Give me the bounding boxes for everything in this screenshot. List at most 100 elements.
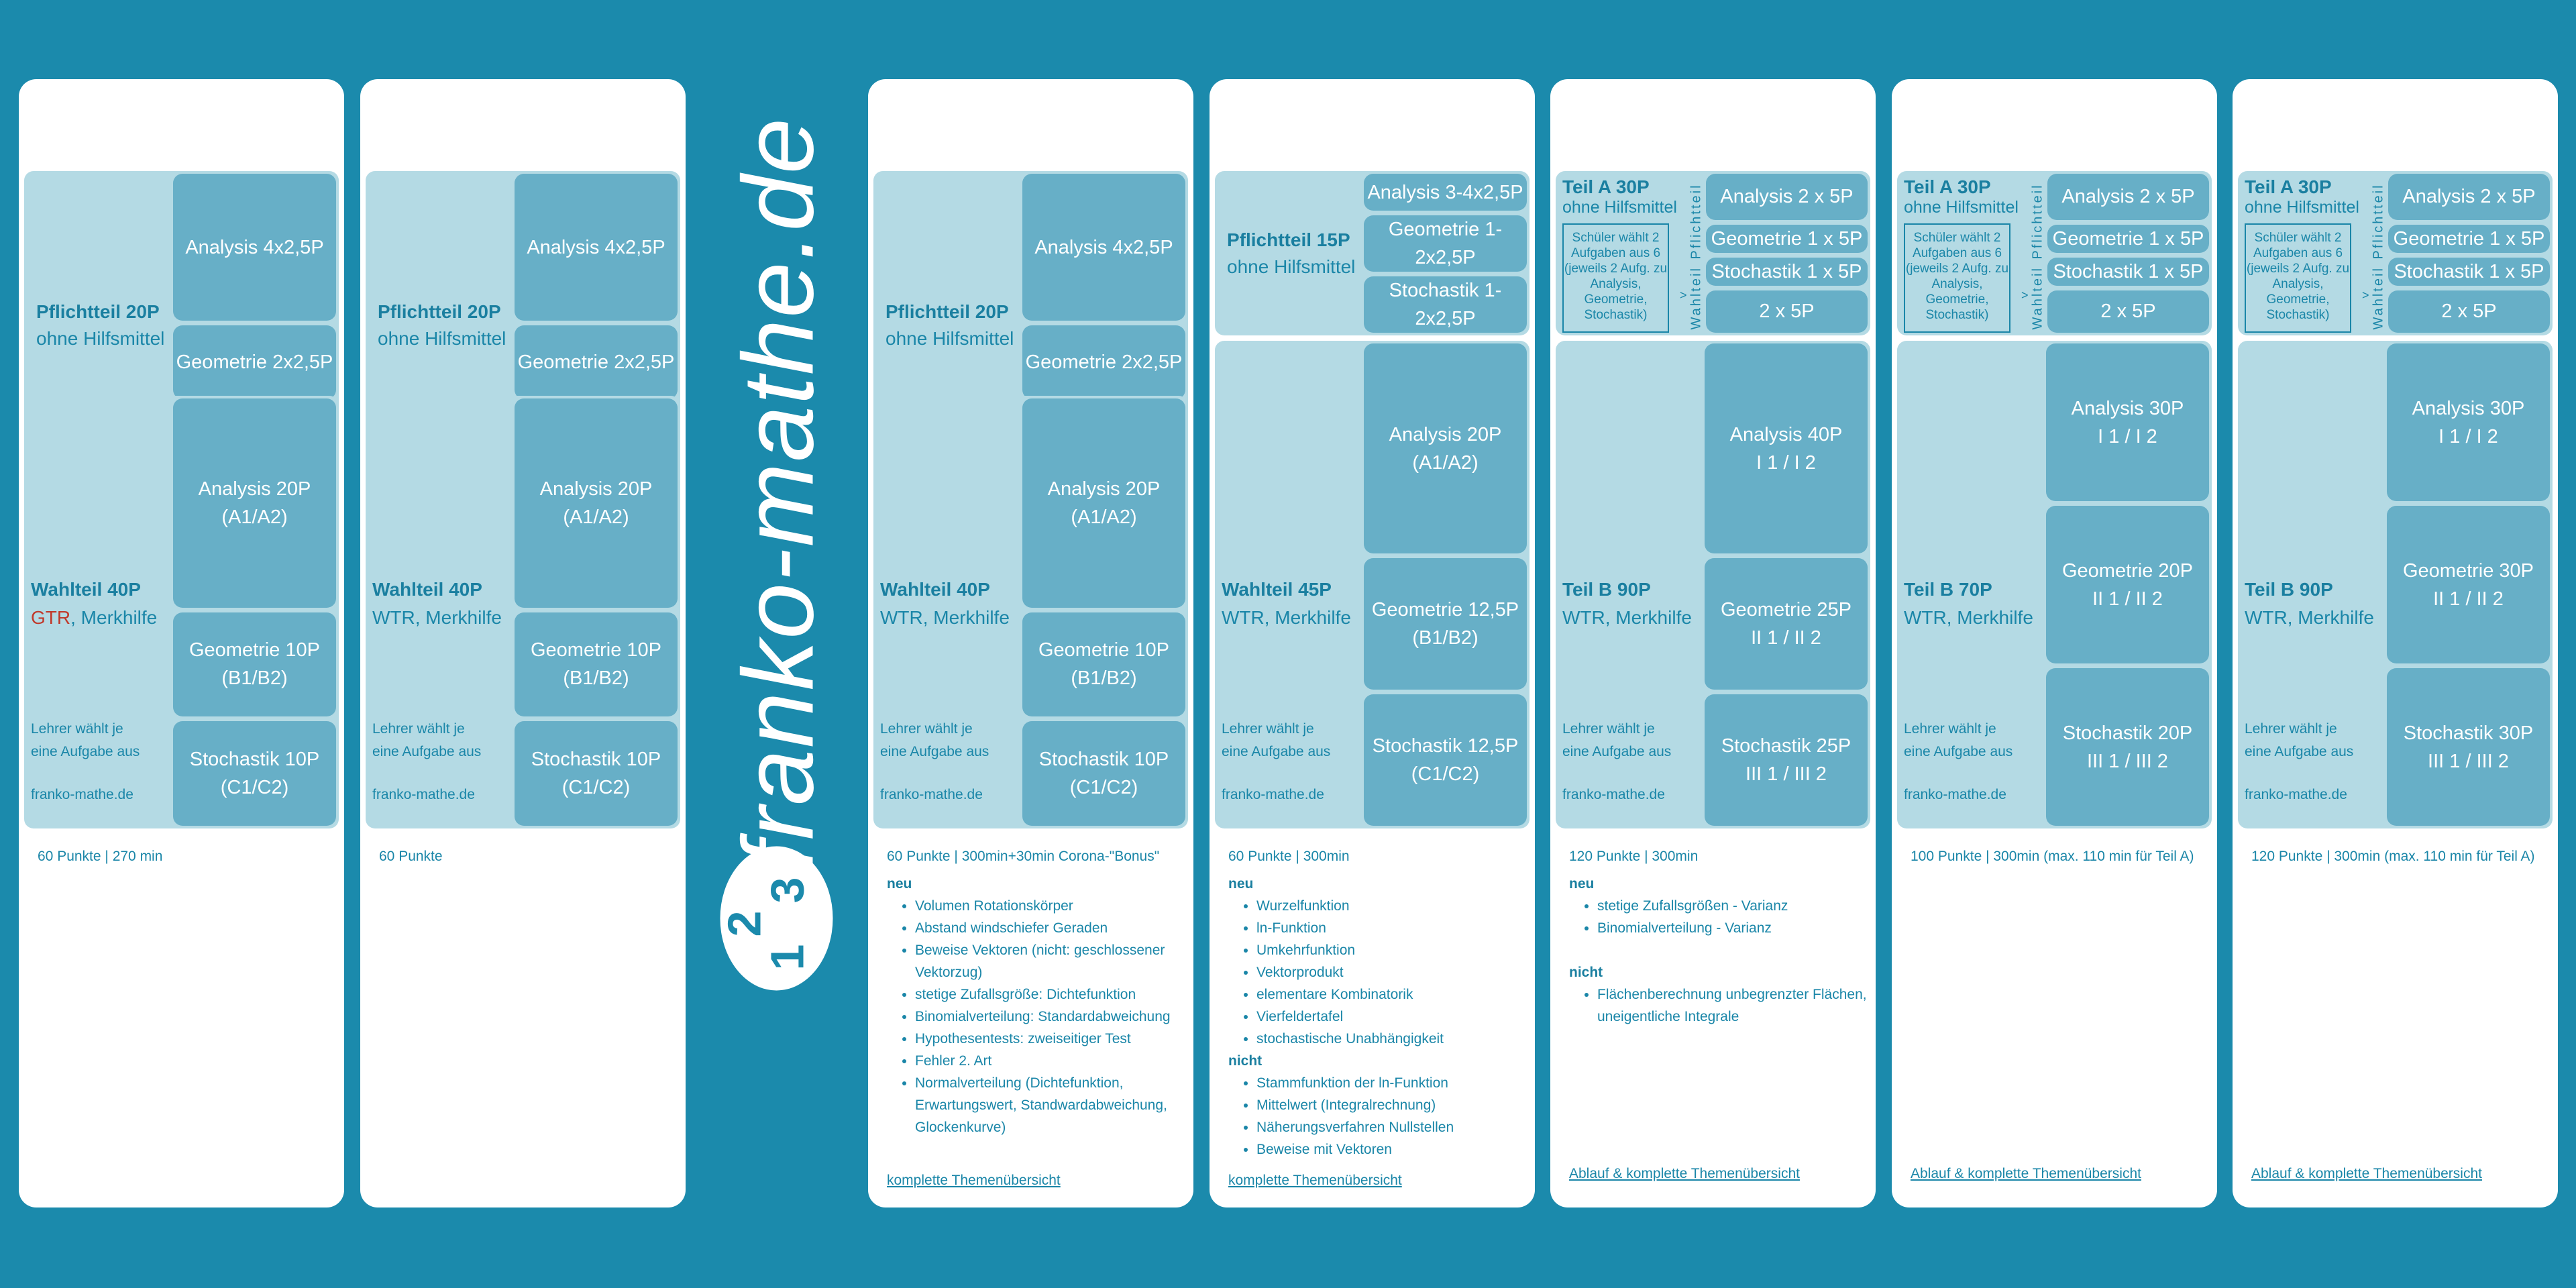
task-tile[interactable]: Analysis 2 x 5P <box>2388 174 2550 220</box>
task-tile[interactable]: Stochastik 10P(C1/C2) <box>1022 721 1185 826</box>
topic-item: Binomialverteilung: Standardabweichung <box>915 1006 1187 1028</box>
task-tile[interactable]: Stochastik 10P(C1/C2) <box>173 721 336 826</box>
topic-item: Vierfeldertafel <box>1256 1006 1528 1028</box>
pflicht-tiles: Analysis 2 x 5P Geometrie 1 x 5P Stochasti… <box>2388 174 2550 333</box>
topic-list: stetige Zufallsgrößen - VarianzBinomialv… <box>1569 895 1869 939</box>
section-heading: neu <box>1569 876 1595 892</box>
teacher-note: eine Aufgabe aus <box>1222 744 1331 759</box>
topic-item: Abstand windschiefer Geraden <box>915 917 1187 939</box>
task-tile[interactable]: Analysis 4x2,5P <box>515 174 678 321</box>
task-tile[interactable]: 2 x 5P <box>2047 290 2209 333</box>
tile-text: Geometrie 2x2,5P <box>1025 351 1183 373</box>
task-tile[interactable]: Analysis 20P(A1/A2) <box>1022 398 1185 608</box>
task-tile[interactable]: Geometrie 2x2,5P <box>515 325 678 399</box>
site-credit: franko-mathe.de <box>1222 787 1324 802</box>
wahl-sub-text: WTR, Merkhilfe <box>1222 607 1351 628</box>
teil-a-label: Teil A 30P <box>2245 176 2332 197</box>
teacher-note: eine Aufgabe aus <box>372 744 482 759</box>
wahl-sub-text: WTR, Merkhilfe <box>1562 607 1692 628</box>
wahl-sub-text: WTR, Merkhilfe <box>2245 607 2374 628</box>
task-tile[interactable]: Geometrie 1 x 5P <box>2047 224 2209 253</box>
teil-a-sub: ohne Hilfsmittel <box>1562 198 1677 217</box>
task-tile[interactable]: Geometrie 10P(B1/B2) <box>515 612 678 717</box>
themenuebersicht-link[interactable]: Ablauf & komplette Themenübersicht <box>1911 1166 2141 1181</box>
wahl-tiles: Analysis 20P(A1/A2)Geometrie 10P(B1/B2)S… <box>1022 398 1185 826</box>
tile-text: Geometrie 1 x 5P <box>1711 227 1863 250</box>
topic-item: Beweise Vektoren (nicht: geschlossener V… <box>915 939 1187 983</box>
themenuebersicht-link[interactable]: Ablauf & komplette Themenübersicht <box>2251 1166 2482 1181</box>
task-tile[interactable]: Geometrie 10P(B1/B2) <box>1022 612 1185 717</box>
summary: 100 Punkte | 300min (max. 110 min für Te… <box>1911 849 2194 864</box>
task-tile[interactable]: Stochastik 10P(C1/C2) <box>515 721 678 826</box>
topic-item: Volumen Rotationskörper <box>915 895 1187 917</box>
task-tile[interactable]: Analysis 4x2,5P <box>1022 174 1185 321</box>
task-tile[interactable]: Stochastik 12,5P(C1/C2) <box>1364 694 1527 826</box>
choice-note: Schüler wählt 2 Aufgaben aus 6 (jeweils … <box>1562 223 1669 333</box>
logo-digit: 1 <box>761 944 814 971</box>
wahl-sub: GTR, Merkhilfe <box>31 607 157 629</box>
task-tile[interactable]: Geometrie 1 x 5P <box>2388 224 2550 253</box>
tile-text: Analysis 40P <box>1729 423 1843 445</box>
wahlteil-box: Analysis 20P(A1/A2)Geometrie 10P(B1/B2)S… <box>366 396 680 828</box>
topic-item: stetige Zufallsgröße: Dichtefunktion <box>915 983 1187 1006</box>
task-tile[interactable]: Analysis 20P(A1/A2) <box>173 398 336 608</box>
exam-card: ABI 2019-2020AblaufAnalysis 4x2,5PGeomet… <box>360 79 686 1208</box>
brand-wordmark: franko-mathe.de <box>701 117 855 869</box>
logo-digit: 2 <box>718 910 771 937</box>
tile-text: III 1 / III 2 <box>1746 763 1827 786</box>
task-tile[interactable]: Geometrie 2x2,5P <box>173 325 336 399</box>
task-tile[interactable]: Analysis 20P(A1/A2) <box>515 398 678 608</box>
wahl-sub-text: WTR, Merkhilfe <box>880 607 1010 628</box>
tile-text: Stochastik 10P <box>531 749 661 771</box>
task-tile[interactable]: Geometrie 1-2x2,5P <box>1364 215 1527 272</box>
topic-item: ln-Funktion <box>1256 917 1528 939</box>
task-tile[interactable]: 2 x 5P <box>2388 290 2550 333</box>
teil-a-label: Teil A 30P <box>1562 176 1650 197</box>
task-tile[interactable]: Analysis 3-4x2,5P <box>1364 174 1527 211</box>
exam-card: ABI 2021-2022Ablauf LeistungsfachAnalysi… <box>868 79 1193 1208</box>
tile-text: III 1 / III 2 <box>2087 750 2168 772</box>
site-credit: franko-mathe.de <box>372 787 475 802</box>
teacher-note: eine Aufgabe aus <box>880 744 989 759</box>
tile-text: Geometrie 1-2x2,5P <box>1388 219 1503 268</box>
task-tile[interactable]: Geometrie 10P(B1/B2) <box>173 612 336 717</box>
task-tile[interactable]: Geometrie 1 x 5P <box>1706 224 1868 253</box>
topic-item: Mittelwert (Integralrechnung) <box>1256 1094 1528 1116</box>
tile-text: (A1/A2) <box>1412 451 1479 474</box>
tile-text: Stochastik 10P <box>189 749 320 771</box>
task-tile[interactable]: Analysis 2 x 5P <box>2047 174 2209 220</box>
task-tile[interactable]: Analysis 20P(A1/A2) <box>1364 343 1527 554</box>
task-tile[interactable]: 2 x 5P <box>1706 290 1868 333</box>
wahl-sub: WTR, Merkhilfe <box>1222 607 1351 629</box>
wahlteil-box: Analysis 20P(A1/A2)Geometrie 12,5P(B1/B2… <box>1215 341 1529 828</box>
task-tile[interactable]: Stochastik 1 x 5P <box>2047 257 2209 286</box>
task-tile[interactable]: Stochastik 1 x 5P <box>1706 257 1868 286</box>
pflicht-tiles: Analysis 2 x 5P Geometrie 1 x 5P Stochasti… <box>1706 174 1868 333</box>
task-tile[interactable]: Analysis 2 x 5P <box>1706 174 1868 220</box>
themenuebersicht-link[interactable]: Ablauf & komplette Themenübersicht <box>1569 1166 1800 1181</box>
themenuebersicht-link[interactable]: komplette Themenübersicht <box>887 1173 1061 1188</box>
tile-text: Analysis 4x2,5P <box>1034 236 1173 258</box>
task-tile[interactable]: Geometrie 12,5P(B1/B2) <box>1364 558 1527 690</box>
task-tile[interactable]: Analysis 4x2,5P <box>173 174 336 321</box>
task-tile[interactable]: Geometrie 2x2,5P <box>1022 325 1185 399</box>
themenuebersicht-link[interactable]: komplette Themenübersicht <box>1228 1173 1402 1188</box>
tile-text: I 1 / I 2 <box>2098 425 2157 447</box>
tile-text: II 1 / II 2 <box>2092 588 2163 610</box>
task-tile[interactable]: Stochastik 1 x 5P <box>2388 257 2550 286</box>
task-tile[interactable]: Stochastik 1-2x2,5P <box>1364 276 1527 333</box>
